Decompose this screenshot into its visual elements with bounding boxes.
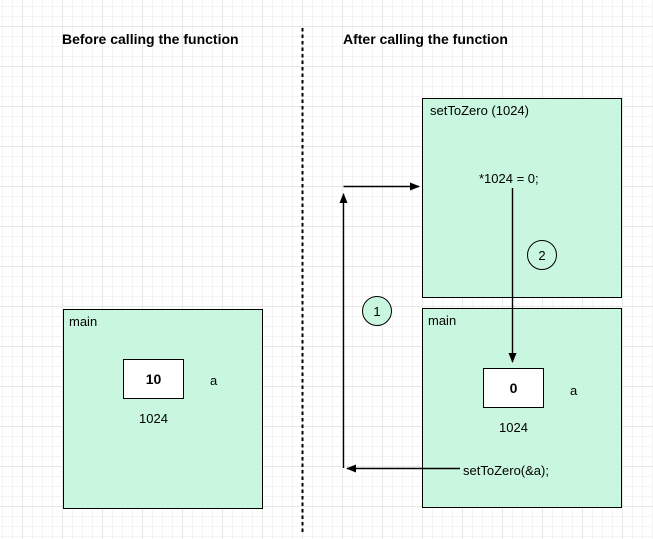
before-section-title: Before calling the function (62, 31, 239, 47)
before-variable-address-label: 1024 (139, 411, 168, 426)
after-settozero-frame: setToZero (1024) *1024 = 0; (422, 98, 622, 298)
step-1-badge: 1 (362, 296, 392, 326)
before-variable-name-label: a (210, 373, 218, 388)
settozero-statement: *1024 = 0; (479, 171, 539, 186)
after-variable-value: 0 (509, 380, 518, 396)
step-1-number: 1 (373, 303, 381, 319)
after-main-frame: main 0 a 1024 setToZero(&a); (422, 308, 622, 508)
after-variable-value-box: 0 (483, 368, 544, 408)
settozero-frame-label: setToZero (1024) (430, 103, 529, 118)
step-2-number: 2 (538, 247, 546, 263)
before-variable-value: 10 (145, 371, 162, 387)
step-2-badge: 2 (527, 240, 557, 270)
before-main-frame-label: main (69, 314, 98, 329)
after-main-frame-label: main (428, 313, 457, 328)
call-statement: setToZero(&a); (463, 463, 549, 478)
after-section-title: After calling the function (343, 31, 508, 47)
after-variable-address-label: 1024 (499, 420, 528, 435)
after-variable-name-label: a (570, 383, 578, 398)
before-variable-value-box: 10 (123, 359, 184, 399)
before-main-frame: main 10 a 1024 (63, 309, 263, 509)
